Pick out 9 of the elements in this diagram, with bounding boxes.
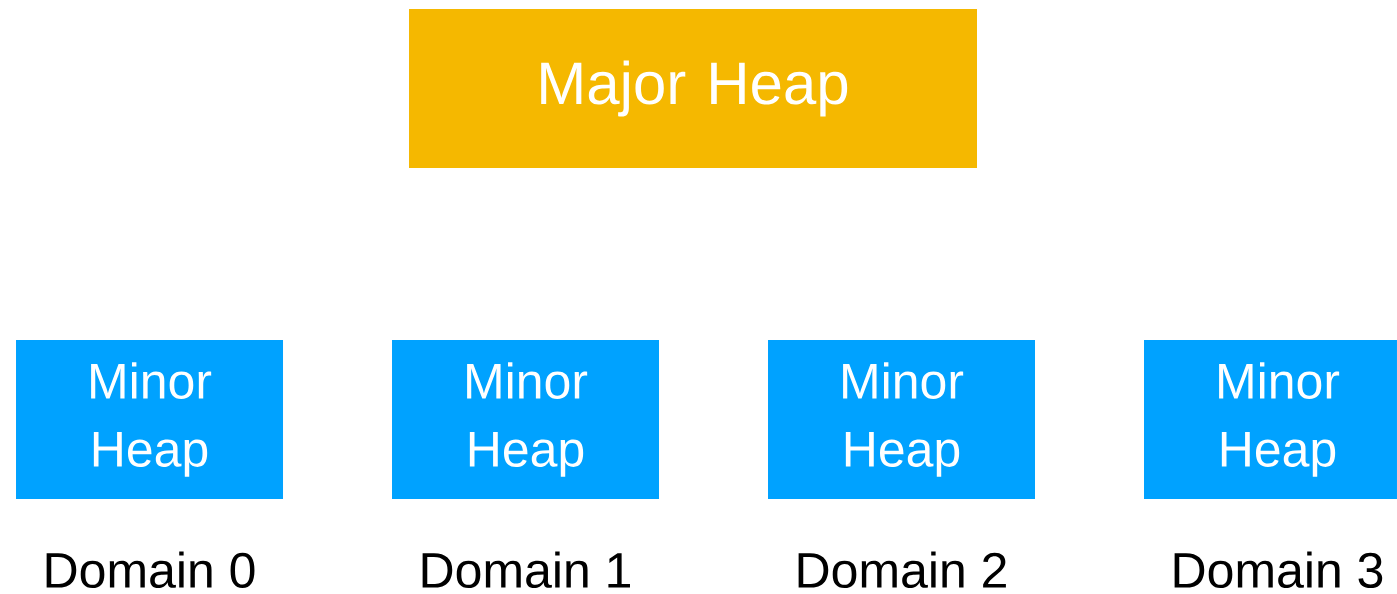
heap-box: Minor Heap (768, 340, 1035, 499)
heap-box: Minor Heap (1144, 340, 1397, 499)
heap-box: Minor Heap (16, 340, 283, 499)
domain-label: Domain 2 (798, 551, 1006, 589)
domain-label: Domain 3 (1174, 551, 1383, 589)
domain-label: Domain 0 (46, 551, 255, 589)
heap-box: Minor Heap (392, 340, 659, 499)
domain-label: Domain 1 (422, 551, 630, 589)
heap-box: Major Heap (409, 9, 977, 168)
